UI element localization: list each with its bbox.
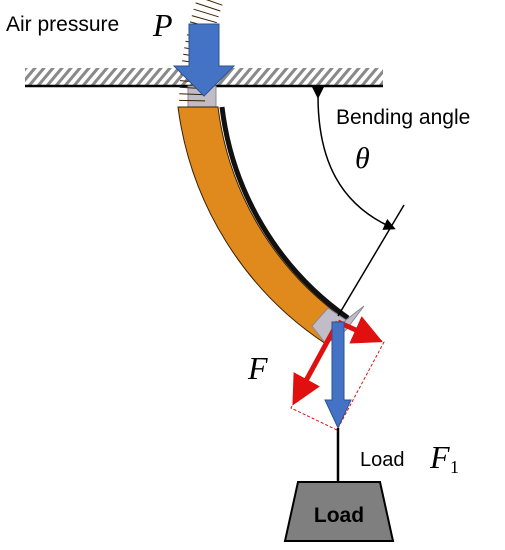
strain-limiting-layer bbox=[219, 106, 350, 321]
air-pressure-label: Air pressure bbox=[6, 13, 119, 36]
pressure-symbol: P bbox=[152, 7, 173, 43]
load-block-icon bbox=[283, 481, 395, 542]
actuator-rib bbox=[179, 93, 206, 96]
force-symbol: F bbox=[247, 350, 268, 386]
theta-symbol: θ bbox=[355, 142, 370, 175]
load-force-subscript: 1 bbox=[450, 457, 459, 477]
actuator-rib bbox=[205, 0, 223, 6]
pressure-arrow-icon bbox=[172, 23, 236, 97]
actuator-rib bbox=[195, 2, 221, 12]
bending-angle-arc bbox=[311, 86, 396, 230]
load-arrow-icon bbox=[324, 321, 352, 430]
actuator-rib bbox=[193, 8, 219, 18]
tangent-line bbox=[337, 204, 405, 317]
load-prefix-label: Load bbox=[360, 449, 405, 471]
tip-connector-body bbox=[311, 307, 347, 345]
load-force-symbol: F bbox=[429, 439, 450, 475]
load-block-label: Load bbox=[314, 504, 364, 527]
actuator-rib bbox=[191, 15, 217, 24]
bending-angle-label: Bending angle bbox=[336, 106, 470, 129]
actuator-rib bbox=[179, 99, 206, 102]
normal-force-arrow-icon bbox=[292, 320, 341, 406]
